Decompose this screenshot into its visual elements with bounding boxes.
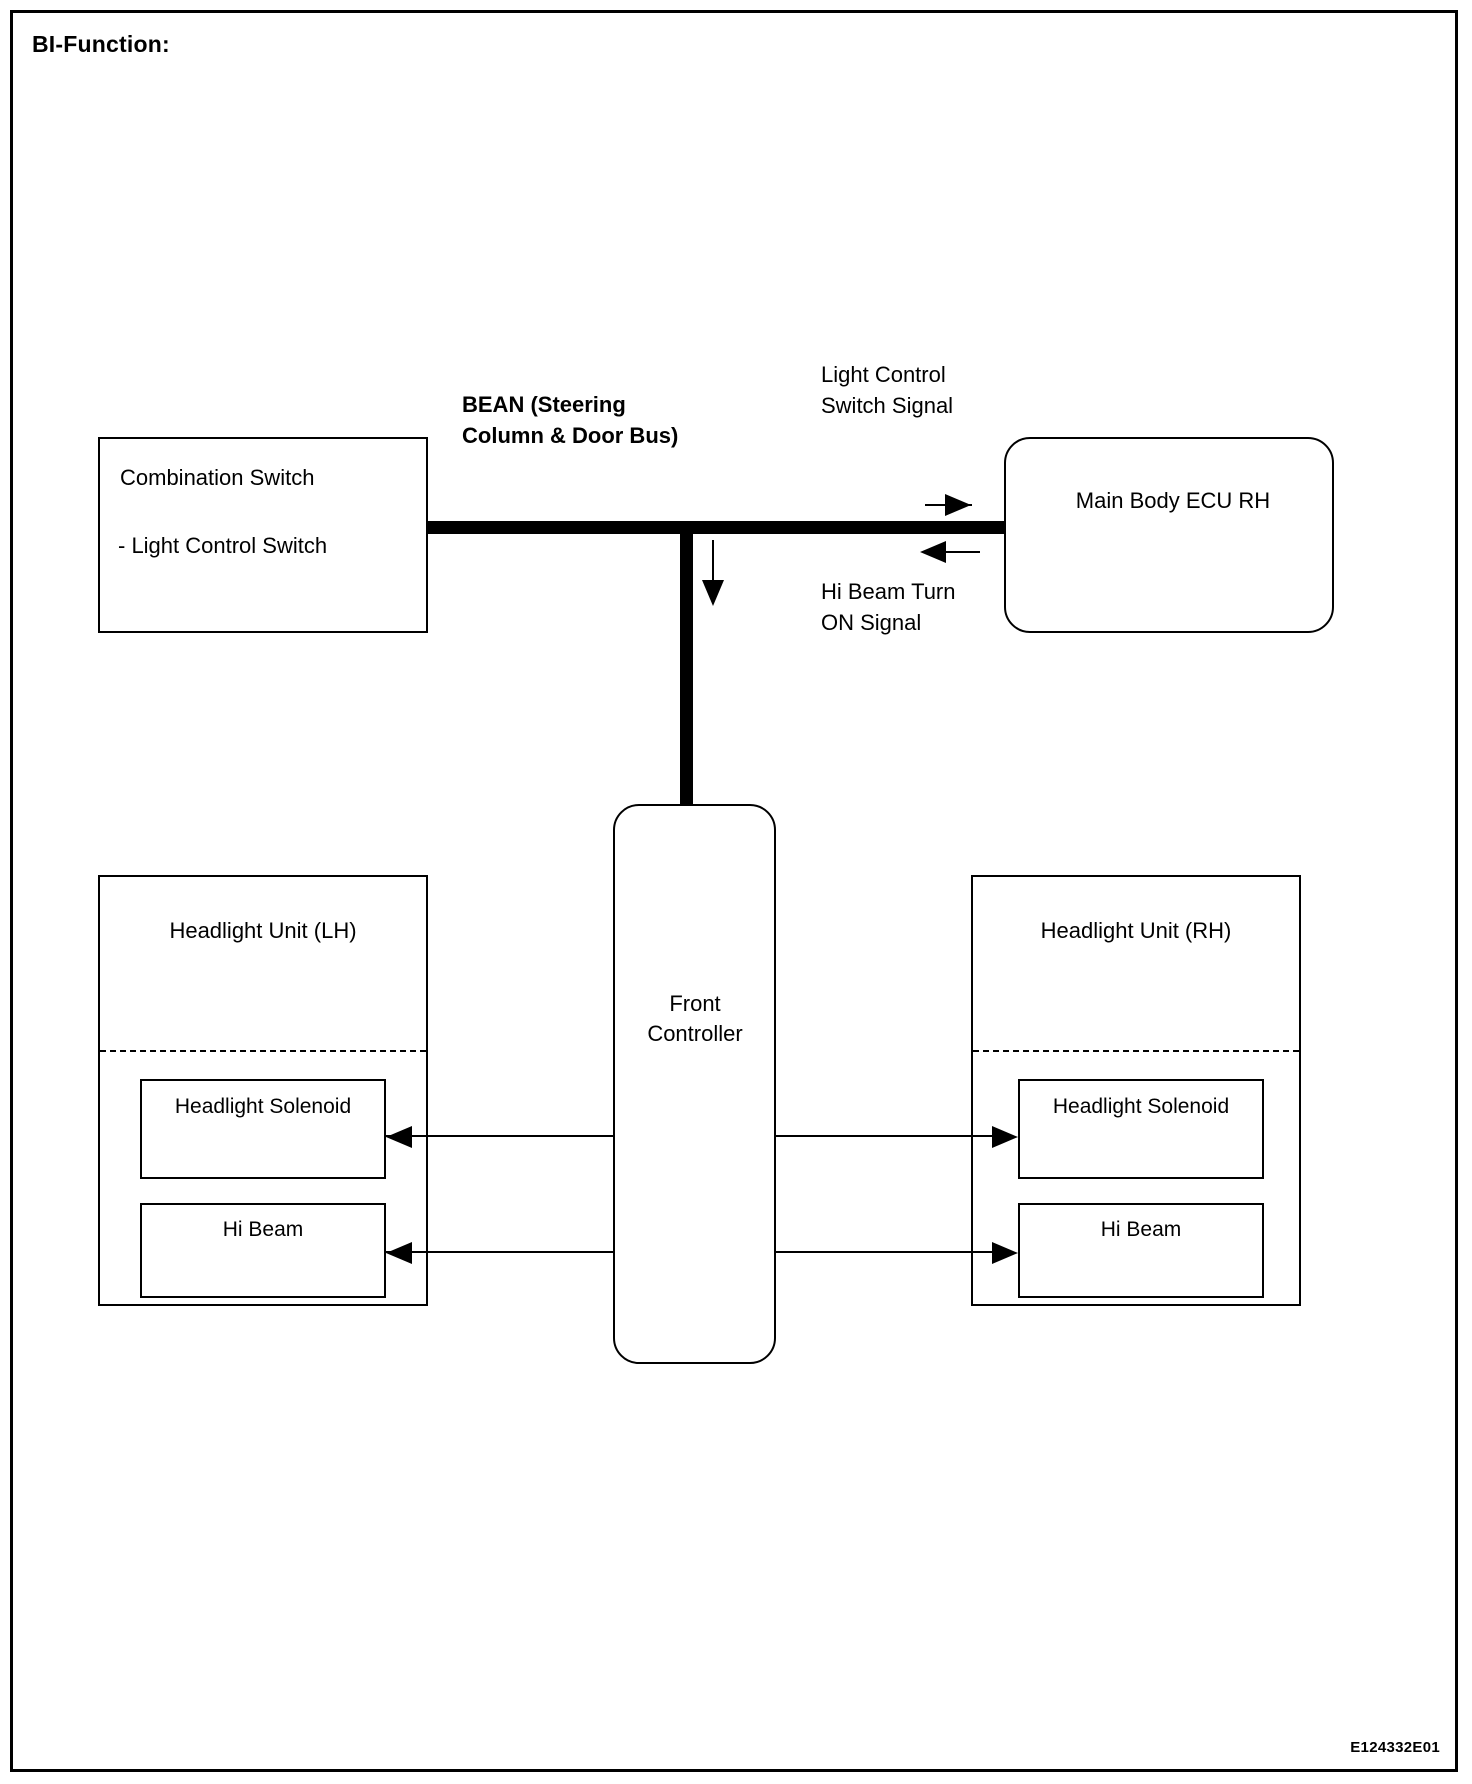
bus-branch-arrow-line (712, 540, 714, 586)
light-control-signal-line1: Light Control (821, 362, 946, 387)
arrow-left-icon (386, 1242, 412, 1264)
arrow-right-icon (992, 1126, 1018, 1148)
arrow-right-icon (945, 494, 971, 516)
headlight-unit-rh-divider (973, 1050, 1299, 1052)
lh-hi-beam-label: Hi Beam (222, 1218, 304, 1241)
lh-solenoid-arrow-line (386, 1135, 613, 1137)
rh-hi-beam-box[interactable] (1018, 1203, 1264, 1298)
bean-bus-horizontal-line (428, 521, 1004, 534)
light-control-signal-line2: Switch Signal (821, 392, 954, 418)
hi-beam-signal-arrow-line (930, 551, 980, 553)
page-border (10, 10, 1458, 1772)
hi-beam-turn-on-signal-label: Hi Beam Turn ON Signal (821, 577, 956, 639)
rh-solenoid-arrow-line (776, 1135, 992, 1137)
headlight-unit-lh-divider (100, 1050, 426, 1052)
rh-hi-beam-label: Hi Beam (1100, 1218, 1182, 1241)
bean-bus-label-line1: BEAN (Steering (462, 392, 626, 417)
arrow-right-icon (992, 1242, 1018, 1264)
main-body-ecu-label: Main Body ECU RH (1075, 488, 1271, 513)
figure-id-label: E124332E01 (1350, 1739, 1440, 1756)
page-title: BI-Function: (32, 31, 170, 57)
headlight-unit-rh-label: Headlight Unit (RH) (1040, 918, 1232, 943)
combination-switch-item-light-control-switch: - Light Control Switch (118, 533, 328, 558)
rh-hi-beam-arrow-line (776, 1251, 992, 1253)
arrow-left-icon (386, 1126, 412, 1148)
arrow-down-icon (702, 580, 724, 606)
lh-hi-beam-box[interactable] (140, 1203, 386, 1298)
front-controller-box[interactable] (613, 804, 776, 1364)
hi-beam-signal-line2: ON Signal (821, 609, 922, 635)
front-controller-label: Front Controller (647, 991, 743, 1046)
bean-bus-vertical-branch-line (680, 521, 693, 804)
combination-switch-box[interactable] (98, 437, 428, 633)
hi-beam-signal-line1: Hi Beam Turn (821, 579, 956, 604)
lh-headlight-solenoid-box[interactable] (140, 1079, 386, 1179)
lh-hi-beam-arrow-line (386, 1251, 613, 1253)
lh-headlight-solenoid-label: Headlight Solenoid (174, 1095, 352, 1118)
rh-headlight-solenoid-box[interactable] (1018, 1079, 1264, 1179)
arrow-left-icon (920, 541, 946, 563)
bean-bus-label-line2: Column & Door Bus) (462, 422, 679, 448)
combination-switch-title: Combination Switch (120, 465, 315, 490)
main-body-ecu-box[interactable] (1004, 437, 1334, 633)
rh-headlight-solenoid-label: Headlight Solenoid (1052, 1095, 1230, 1118)
headlight-unit-lh-label: Headlight Unit (LH) (169, 918, 357, 943)
